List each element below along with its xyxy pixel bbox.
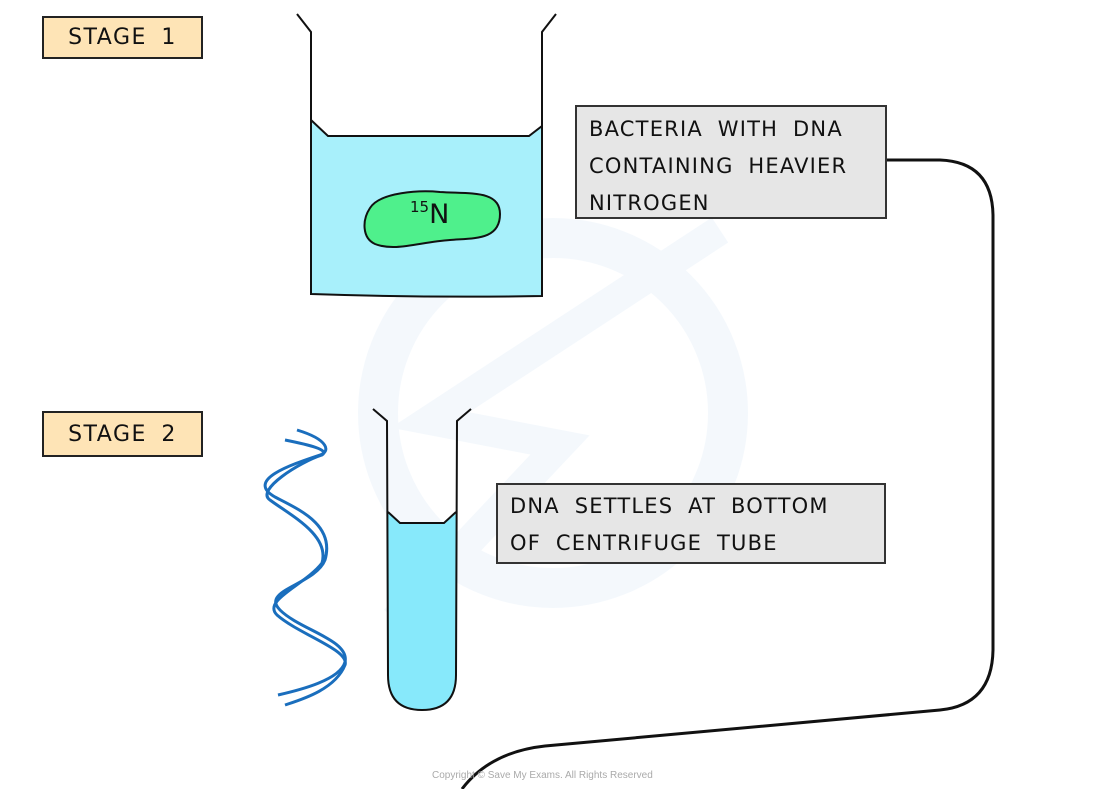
callout-stage1: BACTERIA WITH DNA CONTAINING HEAVIER NIT… — [575, 105, 887, 219]
tube-liquid — [388, 512, 456, 710]
beaker-outline — [296, 13, 557, 298]
dna-helix-icon — [263, 428, 347, 707]
tube-outline — [372, 408, 472, 712]
isotope-label: 15N — [410, 198, 449, 230]
stage-1-label: STAGE 1 — [42, 16, 203, 59]
copyright-text: Copyright © Save My Exams. All Rights Re… — [432, 770, 653, 781]
centrifuge-tube — [372, 408, 472, 712]
isotope-symbol: N — [429, 199, 450, 230]
connector-line — [460, 158, 995, 789]
stage-2-label: STAGE 2 — [42, 411, 203, 457]
bacterium-cell — [363, 190, 502, 248]
callout-stage2: DNA SETTLES AT BOTTOM OF CENTRIFUGE TUBE — [496, 483, 886, 564]
tube-liquid-surface — [387, 511, 457, 524]
beaker-liquid-surface — [310, 119, 543, 137]
beaker — [296, 13, 557, 298]
isotope-mass: 15 — [410, 198, 430, 216]
